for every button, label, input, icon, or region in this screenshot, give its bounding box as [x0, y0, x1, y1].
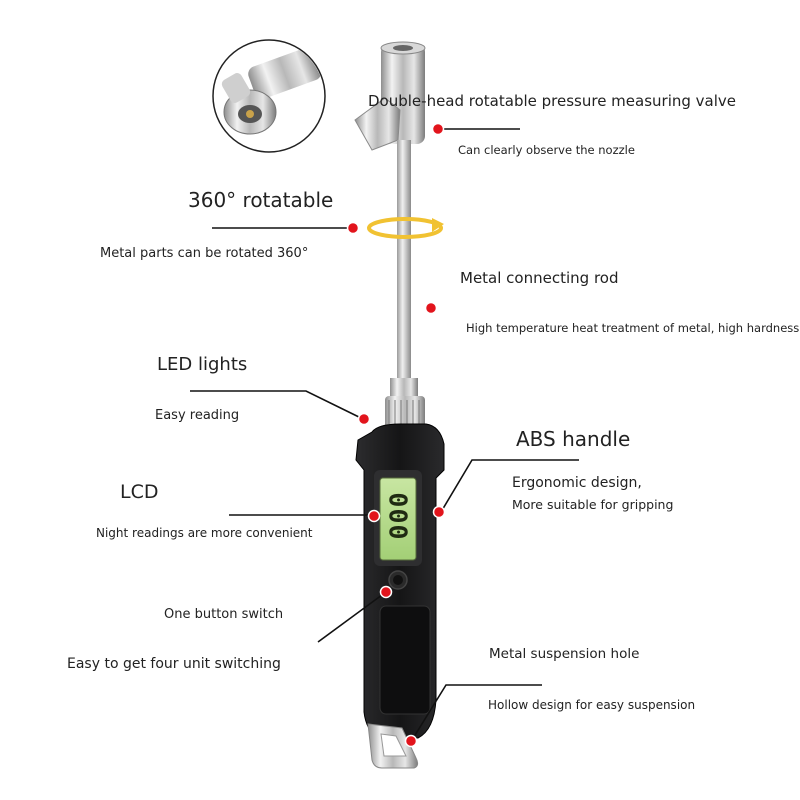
abs-leader-line: [440, 459, 579, 513]
nozzle-closeup-inset: [212, 39, 326, 153]
led-subtitle: Easy reading: [155, 408, 240, 423]
led-marker: [357, 412, 371, 426]
rod-subtitle: High temperature heat treatment of metal…: [466, 321, 800, 335]
valve-head: [354, 41, 426, 151]
rotation-arrow: [367, 217, 444, 239]
button-leader-line: [317, 591, 387, 643]
abs-subtitle-2: More suitable for gripping: [512, 497, 674, 512]
valve-title: Double-head rotatable pressure measuring…: [368, 92, 737, 110]
switch-button: [388, 570, 408, 590]
lcd-subtitle: Night readings are more convenient: [96, 526, 313, 540]
lcd-title: LCD: [120, 481, 159, 503]
hole-leader-line: [411, 684, 542, 741]
valve-subtitle: Can clearly observe the nozzle: [458, 143, 635, 157]
knurled-collar: [385, 378, 425, 428]
markers: [346, 122, 446, 748]
rod-title: Metal connecting rod: [460, 269, 619, 287]
lcd-readout: 000: [383, 492, 413, 541]
hole-subtitle: Hollow design for easy suspension: [488, 698, 696, 712]
hole-marker: [404, 734, 418, 748]
rotate-title: 360° rotatable: [188, 188, 334, 212]
button-title: One button switch: [164, 607, 284, 622]
rotate-marker: [346, 221, 360, 235]
connecting-rod: [397, 140, 411, 380]
led-title: LED lights: [157, 354, 248, 375]
button-subtitle: Easy to get four unit switching: [67, 656, 281, 672]
abs-subtitle-1: Ergonomic design,: [512, 475, 642, 491]
leader-lines: [190, 128, 579, 741]
valve-marker: [431, 122, 445, 136]
rod-marker: [424, 301, 438, 315]
button-marker: [379, 585, 393, 599]
abs-marker: [432, 505, 446, 519]
lcd-marker: [367, 509, 381, 523]
suspension-hook: [367, 723, 419, 769]
lcd-screen: [379, 477, 417, 561]
rotate-subtitle: Metal parts can be rotated 360°: [100, 246, 309, 261]
abs-title: ABS handle: [516, 427, 631, 451]
led-leader-line: [190, 390, 364, 420]
hole-title: Metal suspension hole: [489, 646, 640, 662]
